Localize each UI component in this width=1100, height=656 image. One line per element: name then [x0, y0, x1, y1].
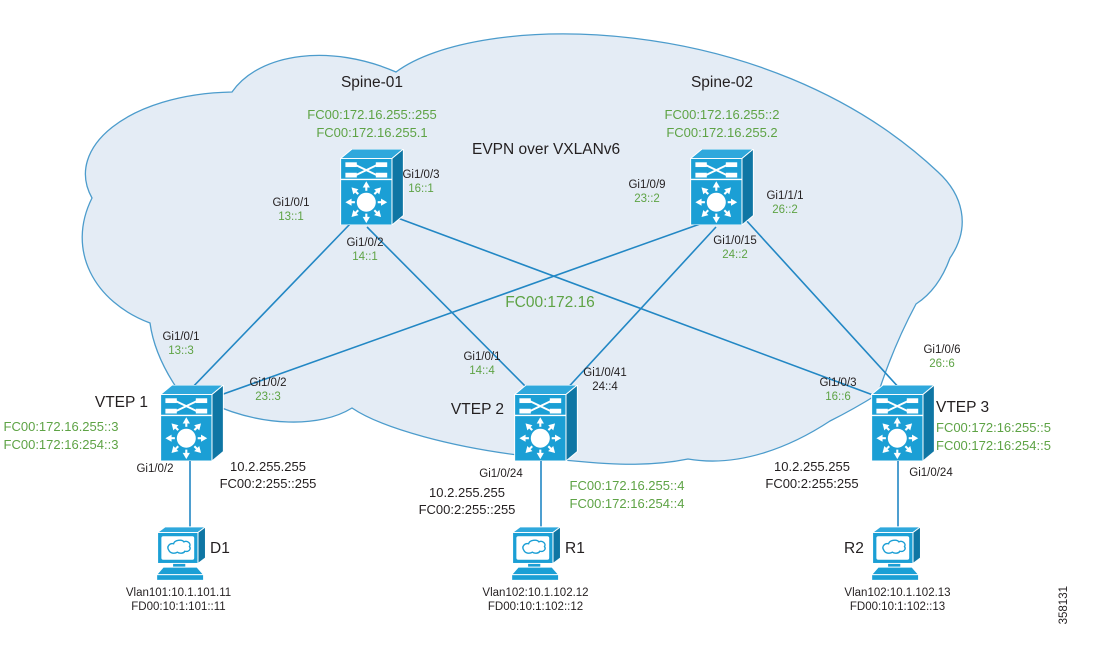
interface-port: Gi1/0/2 [346, 237, 384, 249]
vtep1-loopback-v4: 10.2.255.255 [230, 459, 306, 474]
spine1-addresses: FC00:172.16.255::255 FC00:172.16.255.1 [282, 106, 462, 142]
host-title-r1: R1 [565, 540, 585, 557]
vtep1-address-2: FC00:172:16:254::3 [3, 437, 119, 452]
spine2-addresses: FC00:172.16.255::2 FC00:172.16.255.2 [632, 106, 812, 142]
vtep2-address-1: FC00:172.16.255::4 [569, 478, 685, 493]
link-spine1-vtep3 [394, 216, 882, 399]
host-d1-vlan-address: Vlan101:10.1.101.11 [125, 587, 232, 599]
spine1-address-1: FC00:172.16.255::255 [307, 107, 437, 122]
vtep2-loopback-v6: FC00:2:255::255 [418, 502, 516, 517]
interface-port: Gi1/0/41 [583, 367, 627, 379]
interface-port: Gi1/0/1 [272, 197, 310, 209]
vtep3-loopback-v4: 10.2.255.255 [774, 459, 850, 474]
host-r1-addresses: Vlan102:10.1.102.12 FD00:10:1:102::12 [463, 587, 608, 614]
interface-address: 13::3 [168, 345, 194, 357]
vtep3-loopback-v6: FC00:2:255:255 [765, 476, 859, 491]
interface-port: Gi1/0/2 [249, 377, 287, 389]
interface-port: Gi1/0/3 [819, 377, 857, 389]
switch-icon-vtep2 [515, 385, 578, 461]
interface-port: Gi1/1/1 [766, 190, 804, 202]
interface-label-vtep3-gi1-0-6: Gi1/0/6 26::6 [907, 343, 977, 371]
interface-label-vtep2-gi1-0-1: Gi1/0/1 14::4 [447, 350, 517, 378]
interface-address: 23::3 [255, 391, 281, 403]
host-r2-v6-address: FD00:10:1:102::13 [849, 600, 946, 613]
vtep1-loopback-v6: FC00:2:255::255 [219, 476, 317, 491]
spine1-address-2: FC00:172.16.255.1 [316, 125, 428, 140]
node-title-vtep3: VTEP 3 [936, 399, 990, 416]
vtep1-nve-loopback: 10.2.255.255 FC00:2:255::255 [204, 458, 332, 492]
link-spine2-vtep2 [562, 226, 717, 394]
interface-address: 16::6 [825, 391, 851, 403]
interface-port: Gi1/0/1 [162, 331, 200, 343]
underlay-network-label: FC00:172.16 [505, 294, 595, 311]
host-title-d1: D1 [210, 540, 230, 557]
access-interface-vtep1: Gi1/0/2 [136, 463, 174, 475]
interface-label-vtep1-gi1-0-2: Gi1/0/2 23::3 [233, 376, 303, 404]
host-title-r2: R2 [844, 540, 864, 557]
node-title-vtep1: VTEP 1 [94, 394, 148, 411]
host-r1-vlan-address: Vlan102:10.1.102.12 [482, 587, 589, 599]
interface-port: Gi1/0/9 [628, 179, 666, 191]
interface-address: 26::6 [929, 358, 955, 370]
interface-port: Gi1/0/3 [402, 169, 440, 181]
interface-address: 14::1 [352, 251, 378, 263]
interface-label-vtep2-gi1-0-41: Gi1/0/41 24::4 [570, 366, 640, 394]
host-icon-d1 [155, 526, 207, 582]
diagram-title: EVPN over VXLANv6 [472, 141, 621, 158]
interface-label-spine1-gi1-0-3: Gi1/0/3 16::1 [386, 168, 456, 196]
switch-icon-vtep1 [161, 385, 224, 461]
interface-address: 16::1 [408, 183, 434, 195]
link-spine1-vtep1 [187, 223, 351, 393]
link-spine2-vtep3 [744, 218, 902, 391]
host-r1-v6-address: FD00:10:1:102::12 [487, 600, 584, 613]
interface-address: 14::4 [469, 365, 495, 377]
node-title-spine2: Spine-02 [690, 74, 754, 91]
vtep2-address-2: FC00:172:16:254::4 [569, 496, 685, 511]
figure-number: 358131 [1058, 586, 1070, 625]
host-icon-r2 [870, 526, 922, 582]
host-icon-r1 [510, 526, 562, 582]
access-interface-vtep2: Gi1/0/24 [479, 468, 523, 480]
spine2-address-1: FC00:172.16.255::2 [664, 107, 780, 122]
vtep2-addresses: FC00:172.16.255::4 FC00:172:16:254::4 [548, 477, 706, 513]
interface-label-spine2-gi1-1-1: Gi1/1/1 26::2 [750, 189, 820, 217]
interface-label-vtep3-gi1-0-3: Gi1/0/3 16::6 [803, 376, 873, 404]
interface-address: 24::4 [592, 381, 618, 393]
vtep1-addresses: FC00:172.16.255::3 FC00:172:16:254::3 [2, 418, 120, 454]
switch-icon-spine2 [691, 149, 754, 225]
vtep1-address-1: FC00:172.16.255::3 [3, 419, 119, 434]
node-title-spine1: Spine-01 [340, 74, 404, 91]
vtep2-loopback-v4: 10.2.255.255 [429, 485, 505, 500]
vtep3-address-2: FC00:172:16:254::5 [936, 438, 1051, 453]
switch-icon-vtep3 [872, 385, 935, 461]
interface-port: Gi1/0/6 [923, 344, 961, 356]
interface-address: 26::2 [772, 204, 798, 216]
access-interface-vtep3: Gi1/0/24 [909, 467, 953, 479]
host-d1-addresses: Vlan101:10.1.101.11 FD00:10:1:101::11 [106, 587, 251, 614]
link-spine2-vtep1 [214, 223, 701, 398]
interface-port: Gi1/0/1 [463, 351, 501, 363]
interface-label-spine1-gi1-0-1: Gi1/0/1 13::1 [256, 196, 326, 224]
host-r2-addresses: Vlan102:10.1.102.13 FD00:10:1:102::13 [825, 587, 970, 614]
vtep3-addresses: FC00:172:16:255::5 FC00:172:16:254::5 [936, 419, 1071, 455]
vtep2-nve-loopback: 10.2.255.255 FC00:2:255::255 [403, 484, 531, 518]
interface-label-spine2-gi1-0-9: Gi1/0/9 23::2 [612, 178, 682, 206]
host-d1-v6-address: FD00:10:1:101::11 [131, 600, 226, 613]
interface-address: 24::2 [722, 249, 748, 261]
vtep3-nve-loopback: 10.2.255.255 FC00:2:255:255 [748, 458, 876, 492]
host-r2-vlan-address: Vlan102:10.1.102.13 [844, 587, 951, 599]
vtep3-address-1: FC00:172:16:255::5 [936, 420, 1051, 435]
spine2-address-2: FC00:172.16.255.2 [666, 125, 778, 140]
node-title-vtep2: VTEP 2 [450, 401, 505, 418]
link-spine1-vtep2 [366, 226, 533, 394]
interface-address: 23::2 [634, 193, 660, 205]
interface-label-vtep1-gi1-0-1: Gi1/0/1 13::3 [146, 330, 216, 358]
interface-label-spine1-gi1-0-2: Gi1/0/2 14::1 [330, 236, 400, 264]
interface-label-spine2-gi1-0-15: Gi1/0/15 24::2 [700, 234, 770, 262]
interface-port: Gi1/0/15 [713, 235, 757, 247]
interface-address: 13::1 [278, 211, 304, 223]
